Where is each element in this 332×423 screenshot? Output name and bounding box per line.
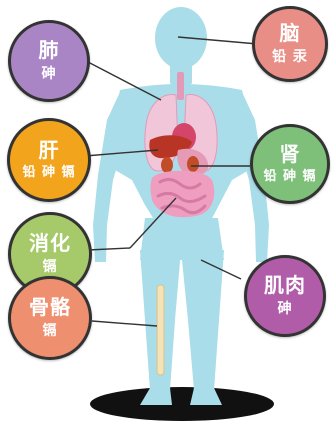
right-kidney — [187, 156, 199, 172]
ground-shadow — [90, 387, 274, 421]
organ-name: 骨骼 — [29, 296, 71, 319]
metal-list: 铅 砷 镉 — [22, 166, 75, 181]
organ-name: 肝 — [39, 139, 60, 162]
brain-badge: 脑 铅 汞 — [252, 6, 328, 82]
leg-bone — [157, 285, 164, 375]
metal-list: 砷 — [278, 301, 293, 317]
metal-list: 铅 汞 — [272, 49, 308, 65]
lung-badge: 肺 砷 — [8, 20, 90, 102]
left-kidney — [161, 157, 173, 173]
metal-list: 镉 — [43, 259, 58, 275]
organ-name: 脑 — [280, 22, 301, 45]
liver-badge: 肝 铅 砷 镉 — [7, 118, 91, 202]
metal-list: 砷 — [42, 66, 57, 82]
organ-name: 肺 — [39, 39, 60, 62]
kidney-badge: 肾 铅 砷 镉 — [250, 124, 330, 204]
organ-name: 消化 — [29, 232, 71, 255]
organ-name: 肾 — [280, 143, 301, 166]
metal-list: 铅 砷 镉 — [263, 170, 316, 185]
muscle-badge: 肌肉 砷 — [244, 255, 326, 337]
metal-list: 镉 — [43, 323, 58, 339]
trachea — [177, 72, 184, 100]
bone-badge: 骨骼 镉 — [8, 276, 92, 360]
organ-name: 肌肉 — [264, 274, 306, 297]
